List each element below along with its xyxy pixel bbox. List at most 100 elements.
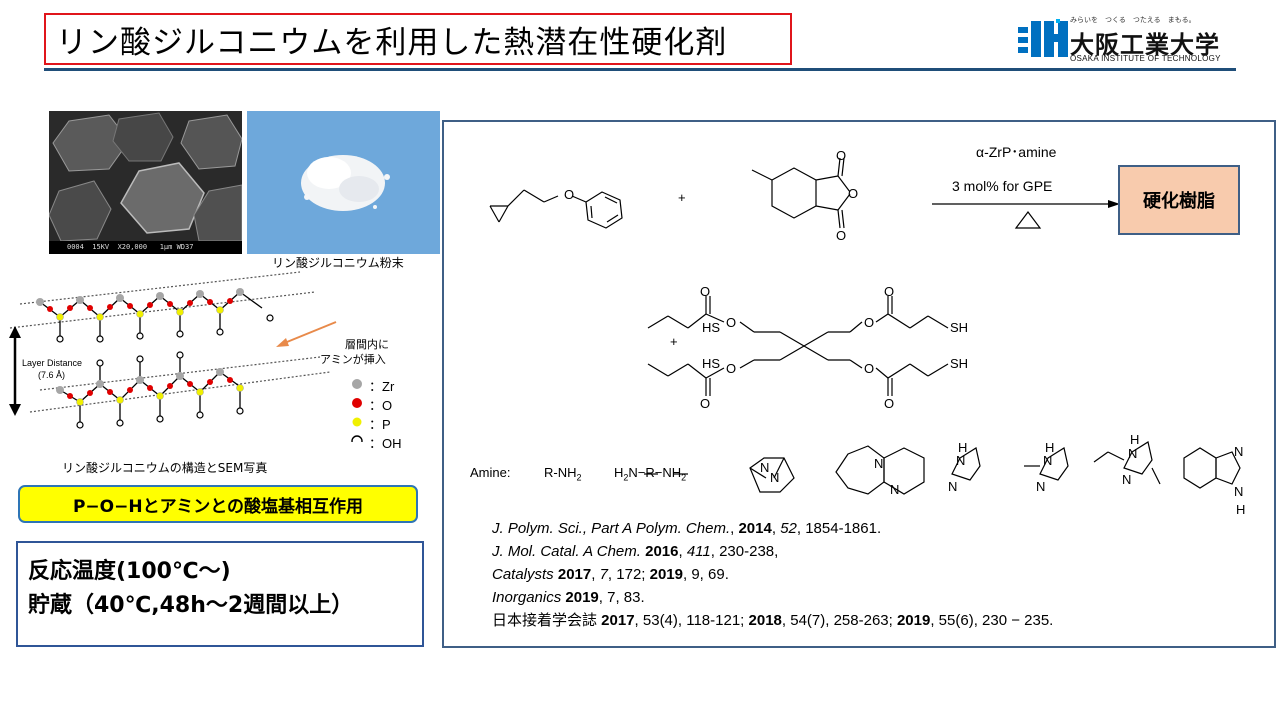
thiol-o-7: O — [700, 396, 711, 411]
reference-text: 2019 — [649, 566, 683, 583]
layer-distance-label: Layer Distance — [22, 358, 83, 368]
reference-text: , — [771, 520, 781, 537]
amine-diamine-sub-2: 2 — [681, 472, 687, 483]
thiol-o-6: O — [864, 361, 875, 376]
thiol-sh-1: SH — [950, 320, 969, 335]
acid-base-interaction-box: P−O−Hとアミンとの酸塩基相互作用 — [18, 485, 418, 523]
dbu-n-2: N — [890, 482, 900, 497]
dabco-n-1: N — [760, 460, 770, 475]
plus-sign-1: + — [678, 190, 686, 205]
amine-primary: R-NH2 — [544, 465, 582, 483]
methylimidazole-h: H — [1045, 440, 1055, 455]
plus-sign-2: + — [670, 334, 678, 349]
benzimidazole-n-2: N — [1234, 484, 1244, 499]
university-logo: みらいを つくる つたえる まもる。 大阪工業大学 OSAKA INSTITUT… — [1018, 13, 1238, 65]
reference-text: Inorganics — [492, 589, 562, 606]
chemical-structures — [489, 157, 1241, 495]
thiol-hs-2: HS — [702, 356, 721, 371]
reference-item: J. Polym. Sci., Part A Polym. Chem., 201… — [492, 517, 1232, 540]
reference-text: 日本接着学会誌 — [492, 612, 602, 629]
imidazole-nh: H — [958, 440, 967, 455]
amine-diamine-text: N−R−NH — [628, 465, 682, 480]
sem-photo: 0004 15KV X20,000 1μm WD37 — [49, 111, 242, 254]
reference-text: 2019 — [896, 612, 931, 629]
acid-base-interaction-text: P−O−Hとアミンとの酸塩基相互作用 — [72, 496, 364, 517]
reference-text: J. Mol. Catal. A Chem. — [492, 543, 641, 560]
reaction-scheme-panel: O + O O O α-ZrP･amine 3 mol% for GPE 硬化樹… — [442, 120, 1276, 648]
reference-text: , 1854-1861. — [796, 520, 882, 537]
logo-name-en: OSAKA INSTITUTE OF TECHNOLOGY — [1070, 54, 1221, 63]
logo-tagline: みらいを つくる つたえる まもる。 — [1070, 16, 1196, 24]
reference-item: Inorganics 2019, 7, 83. — [492, 586, 1232, 609]
catalyst-label: α-ZrP･amine — [976, 144, 1057, 160]
cured-resin-label: 硬化樹脂 — [1143, 191, 1215, 212]
logo-name: 大阪工業大学 — [1070, 31, 1220, 59]
thiol-o-4: O — [864, 315, 875, 330]
reference-text: , 172; — [607, 566, 650, 583]
references-list: J. Polym. Sci., Part A Polym. Chem., 201… — [492, 517, 1232, 632]
reference-text: 7 — [599, 566, 608, 583]
thiol-o-2: O — [884, 284, 895, 299]
reference-text: 2019 — [565, 589, 599, 606]
amine-diamine-h: H — [614, 465, 624, 480]
benzimidazole-h: H — [1236, 502, 1246, 517]
imidazole-h: H — [958, 440, 968, 455]
amine-label: Amine: — [470, 465, 511, 480]
intercalation-label-1: 層間内に — [345, 339, 389, 351]
page-title-text: リン酸ジルコニウムを利用した熱潜在性硬化剤 — [56, 24, 728, 61]
reference-text: , — [678, 543, 687, 560]
page-title: リン酸ジルコニウムを利用した熱潜在性硬化剤 — [44, 13, 792, 65]
reference-text: , 55(6), 230 − 235. — [930, 612, 1054, 629]
powder-image — [247, 111, 440, 254]
reference-text: , — [591, 566, 600, 583]
thiol-o-8: O — [884, 396, 895, 411]
reference-text: , 7, 83. — [598, 589, 645, 606]
amine-primary-text: R-NH — [544, 465, 577, 480]
sem-info-bar: 0004 15KV X20,000 1μm WD37 — [49, 241, 242, 254]
reference-item: 日本接着学会誌 2017, 53(4), 118-121; 2018, 54(7… — [492, 609, 1232, 632]
anhydride-o-top: O — [836, 148, 847, 163]
thiol-hs-1: HS — [702, 320, 721, 335]
ethylmethylimidazole-n-1: N — [1128, 446, 1138, 461]
storage-condition: 貯蔵（40℃,48h～2週間以上） — [28, 593, 354, 618]
conditions-box: 反応温度(100℃～) 貯蔵（40℃,48h～2週間以上） — [16, 541, 424, 647]
legend-o: ：O — [369, 398, 393, 413]
amine-primary-sub: 2 — [576, 472, 582, 483]
title-divider — [44, 68, 1236, 71]
epoxide-ether-oxygen: O — [564, 187, 575, 202]
reference-text: J. Polym. Sci., Part A Polym. Chem. — [492, 520, 731, 537]
structure-caption: リン酸ジルコニウムの構造とSEM写真 — [62, 461, 268, 475]
reference-text: 2017 — [557, 566, 592, 583]
amine-diamine: H2N−R−NH2 — [614, 465, 686, 483]
benzimidazole-n-1: N — [1234, 444, 1244, 459]
imidazole-n-2: N — [948, 479, 958, 494]
reference-text: , 9, 69. — [683, 566, 729, 583]
sem-image — [49, 111, 242, 242]
reference-text: , — [730, 520, 739, 537]
reaction-temperature: 反応温度(100℃～) — [28, 559, 231, 584]
reference-text: , 230-238, — [710, 543, 779, 560]
legend-oh: ：OH — [369, 436, 402, 451]
reference-text: Catalysts — [492, 566, 554, 583]
reference-text: , 53(4), 118-121; — [634, 612, 749, 629]
reference-item: Catalysts 2017, 7, 172; 2019, 9, 69. — [492, 563, 1232, 586]
anhydride-o-ring: O — [848, 186, 859, 201]
dbu-n-1: N — [874, 456, 884, 471]
legend-p: ：P — [369, 417, 391, 432]
reference-text: , 54(7), 258-263; — [781, 612, 897, 629]
thiol-o-5: O — [726, 361, 737, 376]
oit-logo-icon — [1018, 19, 1068, 57]
thiol-sh-2: SH — [950, 356, 969, 371]
reference-text: 411 — [686, 543, 711, 560]
reference-text: 52 — [780, 520, 797, 537]
cured-resin-box: 硬化樹脂 — [1118, 165, 1240, 235]
zrp-structure-diagram: Layer Distance (7.6 Å) 層間内に アミンが挿入 ：Zr ：… — [0, 262, 440, 451]
imidazole-n-1: N — [956, 453, 966, 468]
powder-caption: リン酸ジルコニウム粉末 — [272, 256, 404, 270]
layer-structure-illustration — [9, 271, 363, 447]
reference-text: 2018 — [748, 612, 782, 629]
legend-zr: ：Zr — [369, 379, 395, 394]
powder-photo — [247, 111, 440, 254]
catalyst-amount: 3 mol% for GPE — [952, 178, 1053, 194]
dabco-n-2: N — [770, 470, 780, 485]
